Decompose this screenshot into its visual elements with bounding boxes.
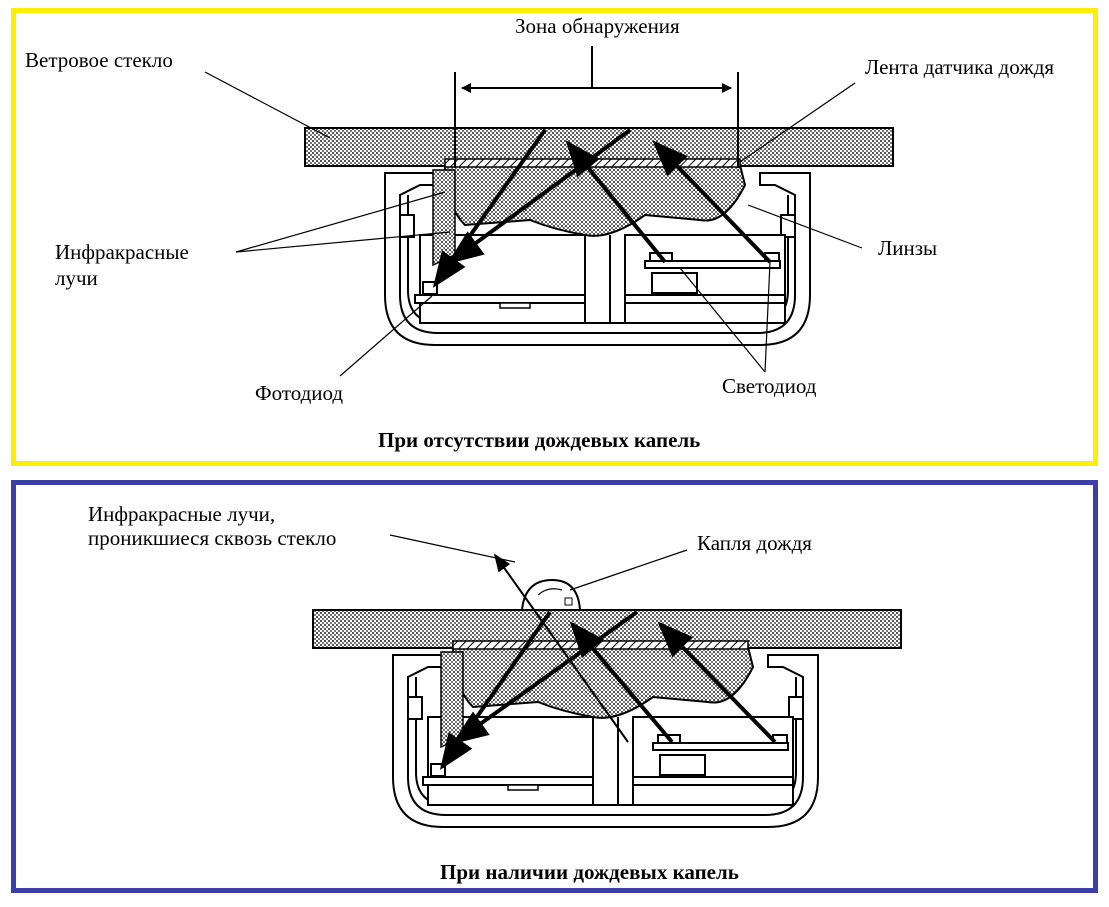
- label-lenses: Линзы: [878, 236, 937, 260]
- ir-beams-bottom: [439, 610, 777, 770]
- label-photodiode: Фотодиод: [255, 381, 343, 405]
- leader-lines-top: [204, 71, 863, 377]
- leader-lines-bottom: [389, 534, 688, 591]
- bottom-sensor-assembly: [392, 640, 819, 828]
- label-ir-rays-line1: Инфракрасные: [55, 240, 189, 264]
- ir-beams-top: [432, 128, 772, 288]
- label-ir-escape-line1: Инфракрасные лучи,: [88, 502, 275, 526]
- label-raindrop: Капля дождя: [697, 531, 812, 555]
- top-sensor-assembly: [384, 158, 811, 346]
- raindrop-icon: [520, 578, 582, 611]
- label-sensor-tape: Лента датчика дождя: [865, 55, 1054, 79]
- label-ir-escape-line2: проникшиеся сквозь стекло: [88, 526, 336, 550]
- label-detection-zone: Зона обнаружения: [515, 14, 680, 38]
- label-led: Светодиод: [722, 374, 817, 398]
- label-windshield: Ветровое стекло: [25, 48, 173, 72]
- label-ir-rays-line2: лучи: [55, 266, 98, 290]
- detection-zone-indicator: [454, 46, 739, 168]
- escaping-beam: [493, 553, 629, 743]
- caption-no-rain: При отсутствии дождевых капель: [378, 428, 700, 452]
- caption-with-rain: При наличии дождевых капель: [440, 860, 739, 884]
